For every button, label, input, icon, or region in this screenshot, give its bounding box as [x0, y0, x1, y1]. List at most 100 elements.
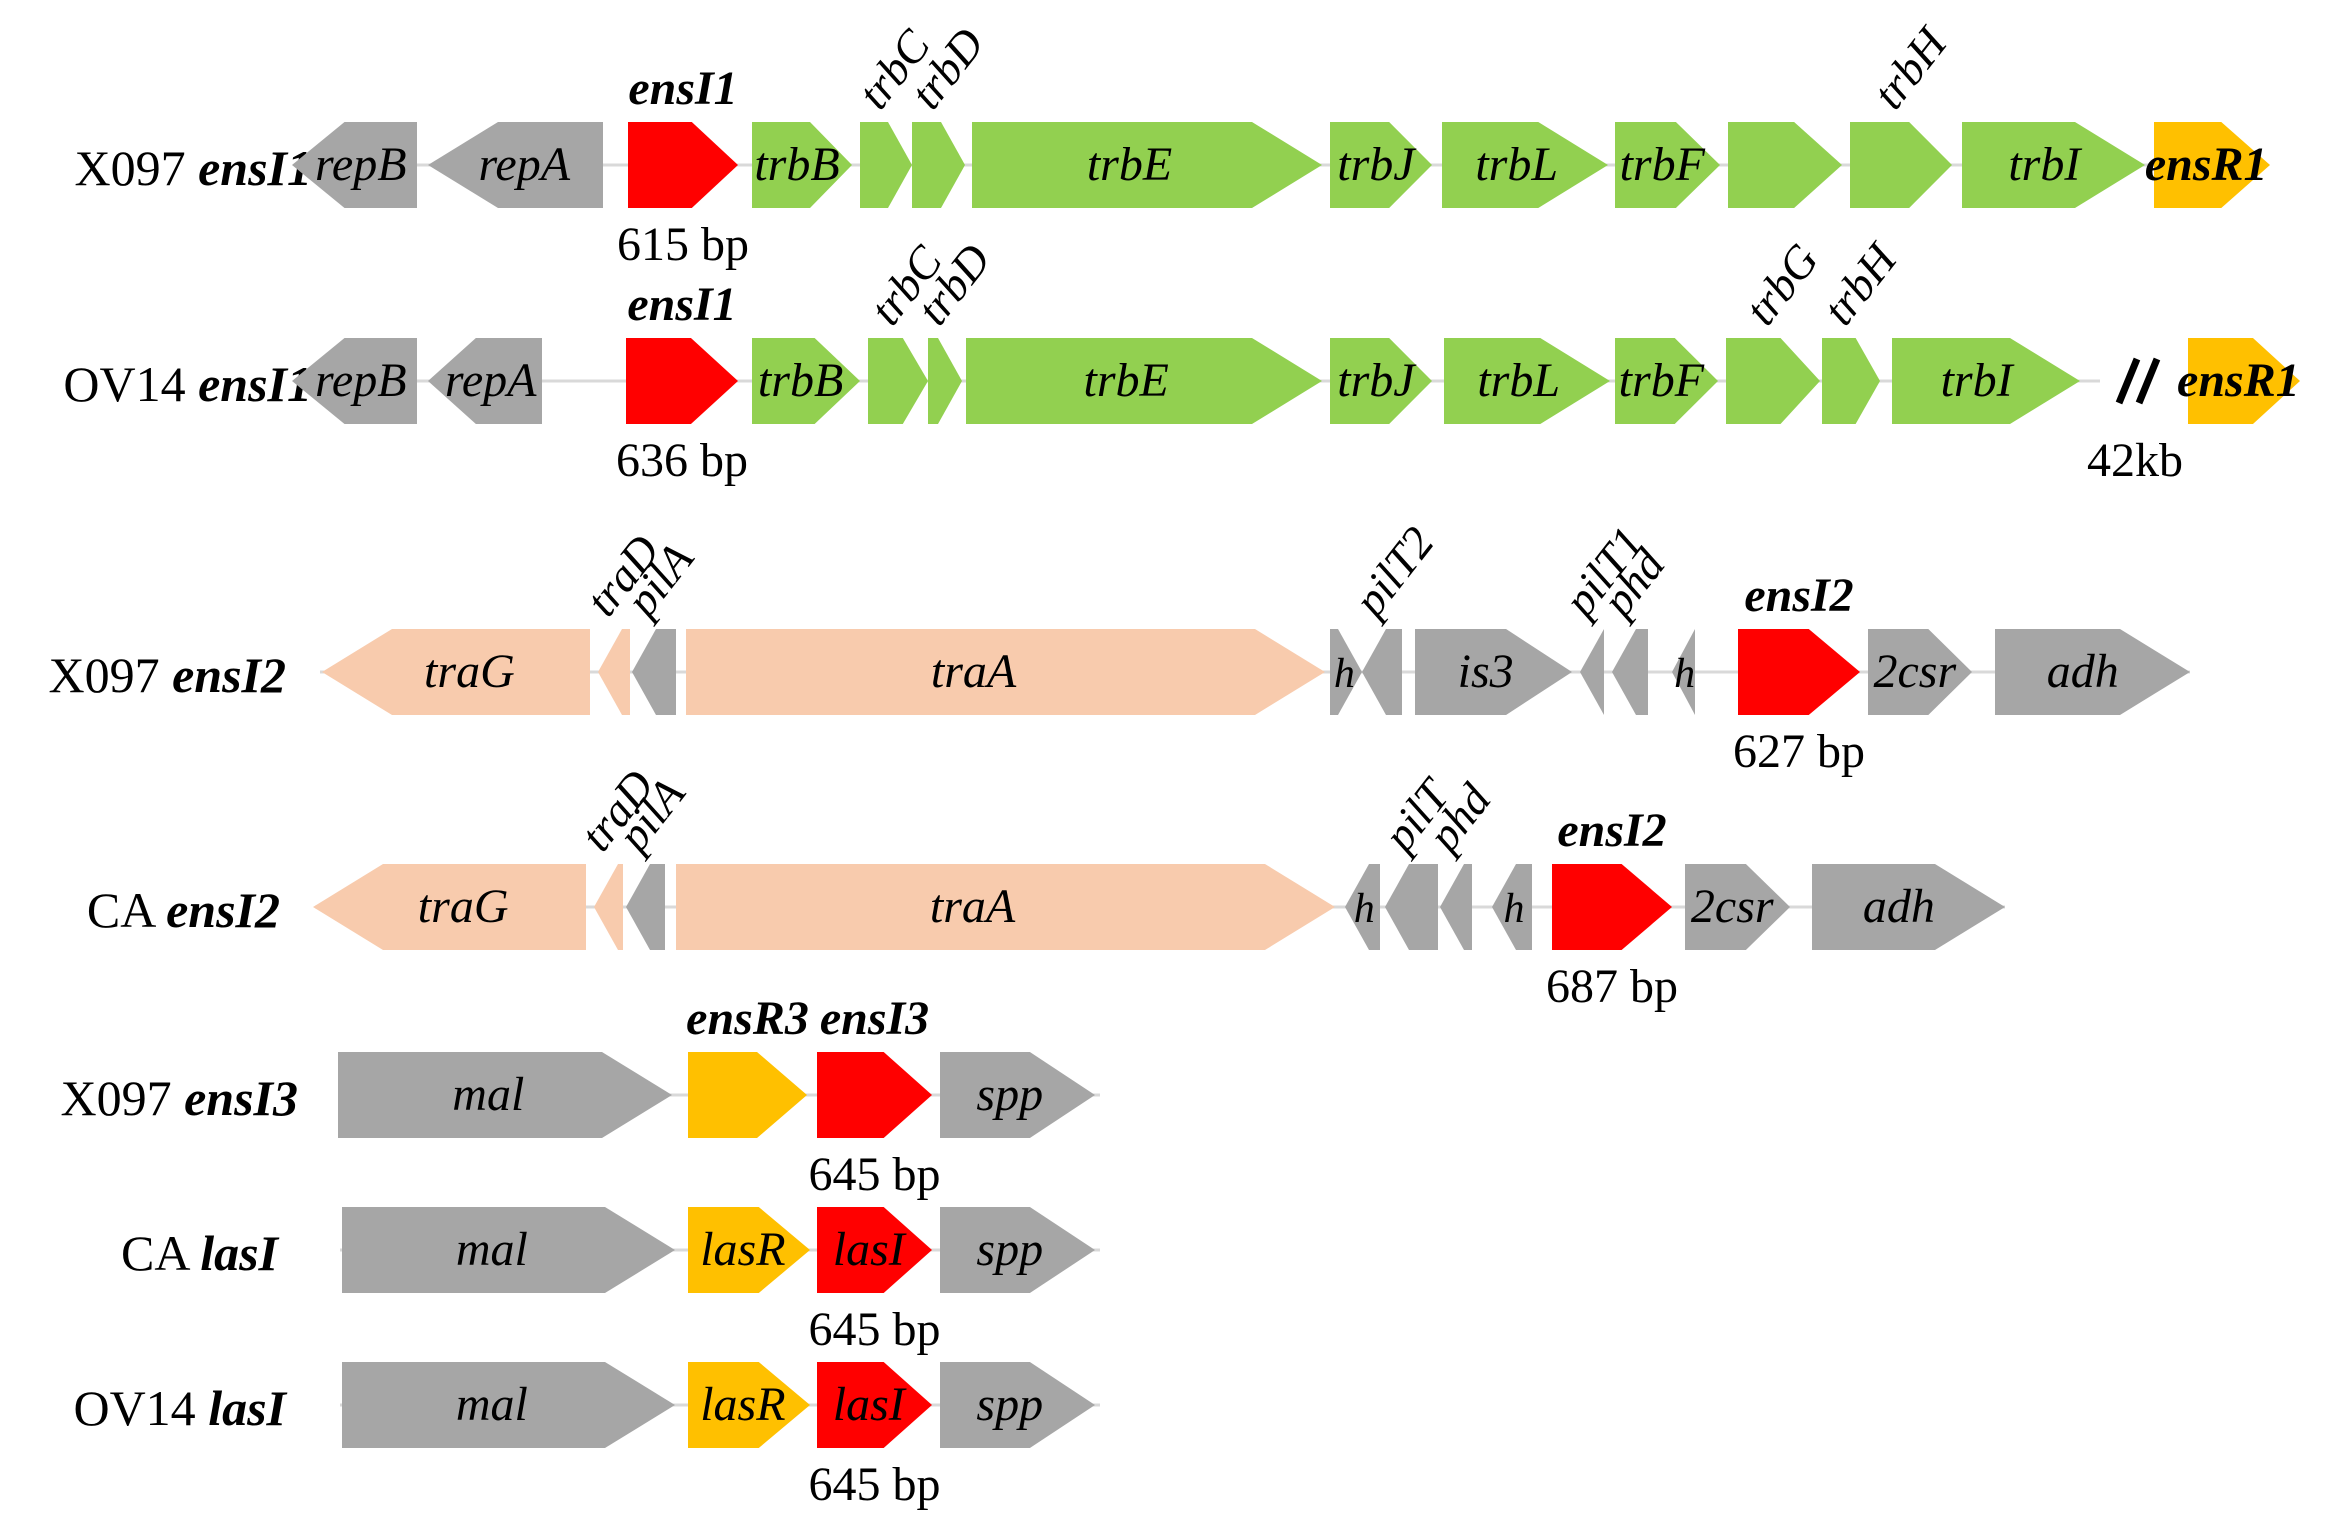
- gene-arrow-trbf: [1615, 122, 1720, 208]
- gene-label-ensr1: ensR1: [2145, 138, 2268, 191]
- gene-arrow-h: [1345, 864, 1380, 950]
- gene-arrow-trbg: [1726, 338, 1820, 424]
- gene-arrow-trbi: [1962, 122, 2145, 208]
- gene-label-is3: is3: [1458, 645, 1514, 698]
- gene-arrow-trbj: [1330, 122, 1432, 208]
- gene-label-repb: repB: [315, 138, 407, 191]
- row-label: X097 ensI2: [48, 647, 286, 703]
- gene-arrow-ensr3: [688, 1052, 807, 1138]
- gene-arrow-ensi2: [1552, 864, 1672, 950]
- gene-arrow-trbh: [1850, 122, 1952, 208]
- gene-arrow-trbe: [972, 122, 1322, 208]
- gene-size-label: 615 bp: [617, 218, 749, 271]
- gene-label-trbj: trbJ: [1337, 138, 1417, 191]
- gene-size-label: 636 bp: [616, 434, 748, 487]
- gene-arrow-h: [1492, 864, 1532, 950]
- gene-label-trbi: trbI: [1941, 354, 2015, 407]
- gene-arrow-trbc: [860, 122, 912, 208]
- gene-arrow-pilt2: [1362, 629, 1402, 715]
- gene-arrow-trad: [598, 629, 630, 715]
- gene-arrow-traa: [686, 629, 1325, 715]
- gene-arrow-phd: [1440, 864, 1472, 950]
- gene-label-trbb: trbB: [758, 354, 843, 407]
- gene-label-trbf: trbF: [1619, 354, 1705, 407]
- gene-label-trbj: trbJ: [1337, 354, 1417, 407]
- gene-arrow-ensi2: [1738, 629, 1860, 715]
- gene-label-mal: mal: [452, 1068, 524, 1121]
- gene-arrow-ensi1: [626, 338, 738, 424]
- gene-arrow-adh: [1995, 629, 2190, 715]
- gene-arrow-lasr: [688, 1362, 810, 1448]
- gene-label-trag: traG: [418, 880, 509, 933]
- gene-arrow-pilt1: [1580, 629, 1604, 715]
- gene-label-lasr: lasR: [700, 1223, 785, 1276]
- gene-label-2csr: 2csr: [1691, 880, 1774, 933]
- gene-label-trbe: trbE: [1087, 138, 1172, 191]
- gene-label-traa: traA: [930, 880, 1016, 933]
- gene-arrow-traa: [676, 864, 1335, 950]
- gene-label-mal: mal: [456, 1378, 528, 1431]
- locus-name: ensI1: [198, 140, 312, 196]
- gene-arrow-spp: [940, 1052, 1095, 1138]
- gene-label-mal: mal: [456, 1223, 528, 1276]
- gene-arrow-h: [1672, 629, 1695, 715]
- gene-size-label: 687 bp: [1546, 960, 1678, 1013]
- gene-label-spp: spp: [976, 1378, 1043, 1431]
- gene-label-h: h: [1334, 651, 1355, 697]
- gene-name-above-ensi1: ensI1: [627, 278, 736, 331]
- gene-name-above-ensi2: ensI2: [1744, 569, 1853, 622]
- gene-arrow-spp: [940, 1207, 1095, 1293]
- gene-arrow-ensi1: [628, 122, 738, 208]
- gene-arrow-trbl: [1444, 338, 1610, 424]
- locus-name: ensI3: [184, 1070, 298, 1126]
- gene-arrow-lasi: [817, 1207, 932, 1293]
- gene-size-label: 645 bp: [809, 1303, 941, 1356]
- gene-name-above-ensi3: ensI3: [820, 992, 929, 1045]
- gene-label-trag: traG: [424, 645, 515, 698]
- strain-name: X097: [48, 647, 172, 703]
- gene-label-repa: repA: [445, 354, 537, 407]
- gene-arrow-2csr: [1685, 864, 1790, 950]
- gene-label-h: h: [1674, 651, 1695, 697]
- strain-name: CA: [121, 1225, 200, 1281]
- locus-name: lasI: [208, 1380, 287, 1436]
- gene-label-trbl: trbL: [1477, 354, 1560, 407]
- gene-label-traa: traA: [931, 645, 1017, 698]
- row-label: X097 ensI1: [74, 140, 312, 196]
- gene-name-rotated-pilt2: pilT2: [1342, 517, 1444, 627]
- gene-size-label: 627 bp: [1733, 725, 1865, 778]
- gene-name-rotated-trbg: trbG: [1735, 234, 1829, 334]
- strain-name: OV14: [63, 356, 198, 412]
- gene-arrow-trbh: [1822, 338, 1880, 424]
- row-label: X097 ensI3: [60, 1070, 298, 1126]
- gene-size-label: 645 bp: [809, 1458, 941, 1511]
- gene-arrow-spp: [940, 1362, 1095, 1448]
- gene-arrow-trbb: [752, 338, 860, 424]
- locus-name: lasI: [200, 1225, 279, 1281]
- gene-label-ensr1: ensR1: [2177, 354, 2300, 407]
- gene-arrow-trag: [313, 864, 586, 950]
- strain-name: X097: [60, 1070, 184, 1126]
- gene-arrow-trag: [322, 629, 590, 715]
- gene-label-trbi: trbI: [2008, 138, 2082, 191]
- gene-name-above-ensi1: ensI1: [628, 62, 737, 115]
- gene-label-trbe: trbE: [1084, 354, 1169, 407]
- gene-arrow-is3: [1415, 629, 1572, 715]
- gene-arrow-h: [1330, 629, 1362, 715]
- break-mark-slash-1: [2115, 357, 2141, 405]
- gene-arrow-lasi: [817, 1362, 932, 1448]
- gene-name-above-ensr3: ensR3: [686, 992, 809, 1045]
- gene-arrow-lasr: [688, 1207, 810, 1293]
- gene-arrow-trbd: [912, 122, 965, 208]
- row-label: OV14 lasI: [73, 1380, 287, 1436]
- gene-arrow-repb: [292, 338, 417, 424]
- strain-name: X097: [74, 140, 198, 196]
- gene-arrow-trbj: [1330, 338, 1432, 424]
- gene-label-spp: spp: [976, 1068, 1043, 1121]
- gene-arrow-repb: [292, 122, 417, 208]
- gene-arrow-trbe: [966, 338, 1322, 424]
